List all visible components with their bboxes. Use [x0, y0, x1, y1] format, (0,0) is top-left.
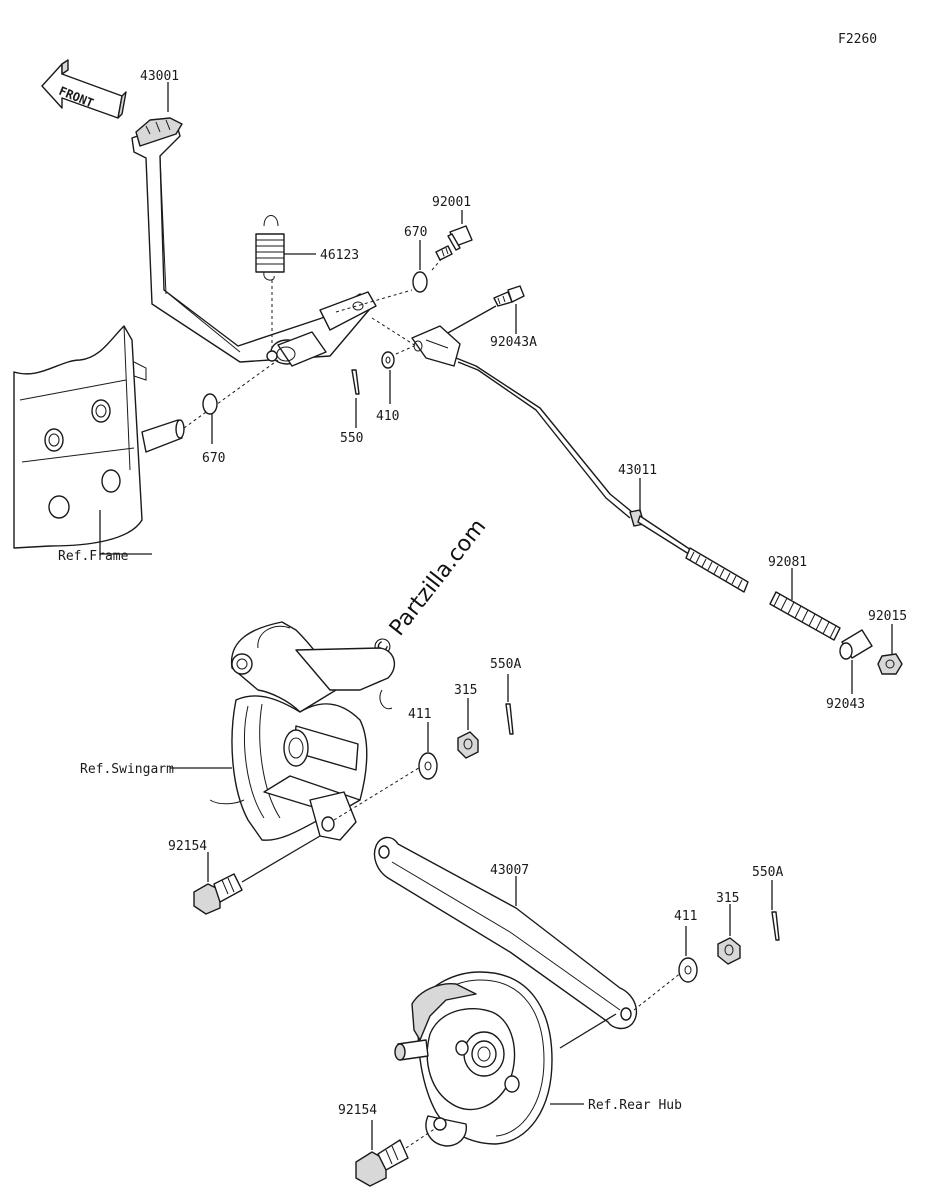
bolt-92043a-label: 92043A	[490, 335, 537, 350]
bolt-92154-lower-drawing	[355, 1139, 409, 1187]
cotter-550a-upper-label: 550A	[490, 657, 521, 672]
bolt-92154-lower-label: 92154	[338, 1103, 377, 1118]
nut-315-lower-drawing	[717, 937, 741, 965]
oring-lower-label: 670	[202, 451, 225, 466]
diagram-id: F2260	[838, 32, 877, 47]
cotter-550a-lower-label: 550A	[752, 865, 783, 880]
nut-315-upper-label: 315	[454, 683, 477, 698]
brake-rod-drawing	[411, 325, 749, 593]
bolt-92154-upper-label: 92154	[168, 839, 207, 854]
nut-92015-drawing	[877, 653, 903, 675]
ref-frame-label: Ref.Frame	[58, 549, 129, 564]
washer-411-upper-drawing	[418, 752, 438, 780]
washer-411-upper-label: 411	[408, 707, 431, 722]
ref-rear-hub-label: Ref.Rear Hub	[588, 1098, 682, 1113]
bolt-92043a-drawing	[493, 285, 525, 307]
torque-link-drawing	[373, 836, 638, 1030]
oring-upper-label: 670	[404, 225, 427, 240]
spring-part-label: 46123	[320, 248, 359, 263]
swingarm-drawing	[209, 621, 396, 841]
swingarm-bracket-drawing	[309, 791, 357, 841]
collar-92043-drawing	[839, 629, 873, 660]
washer-410-drawing	[381, 351, 395, 369]
bolt-92001-label: 92001	[432, 195, 471, 210]
washer-411-lower-label: 411	[674, 909, 697, 924]
nut-315-upper-drawing	[457, 731, 479, 759]
cotter-550a-upper-drawing	[505, 703, 514, 735]
nut-315-lower-label: 315	[716, 891, 739, 906]
bolt-92154-upper-drawing	[193, 873, 243, 915]
oring-lower-drawing	[202, 393, 218, 415]
front-arrow-icon: FRONT	[41, 59, 127, 119]
brake-rod-label: 43011	[618, 463, 657, 478]
frame-drawing	[13, 325, 185, 549]
pedal-part-label: 43001	[140, 69, 179, 84]
oring-upper-drawing	[412, 271, 428, 293]
cotter-pin-label: 550	[340, 431, 363, 446]
cotter-550a-lower-drawing	[771, 911, 780, 941]
bolt-92001-drawing	[435, 225, 473, 261]
washer-411-lower-drawing	[678, 957, 698, 983]
spring-92081-drawing	[769, 591, 841, 641]
spring-92081-label: 92081	[768, 555, 807, 570]
watermark: © Partzilla.com	[367, 515, 491, 664]
rear-hub-drawing	[394, 971, 553, 1147]
spring-drawing	[255, 215, 285, 281]
brake-pedal-drawing	[131, 117, 377, 367]
washer-410-label: 410	[376, 409, 399, 424]
collar-92043-label: 92043	[826, 697, 865, 712]
cotter-pin-drawing	[351, 369, 360, 395]
nut-92015-label: 92015	[868, 609, 907, 624]
torque-link-label: 43007	[490, 863, 529, 878]
ref-swingarm-label: Ref.Swingarm	[80, 762, 174, 777]
